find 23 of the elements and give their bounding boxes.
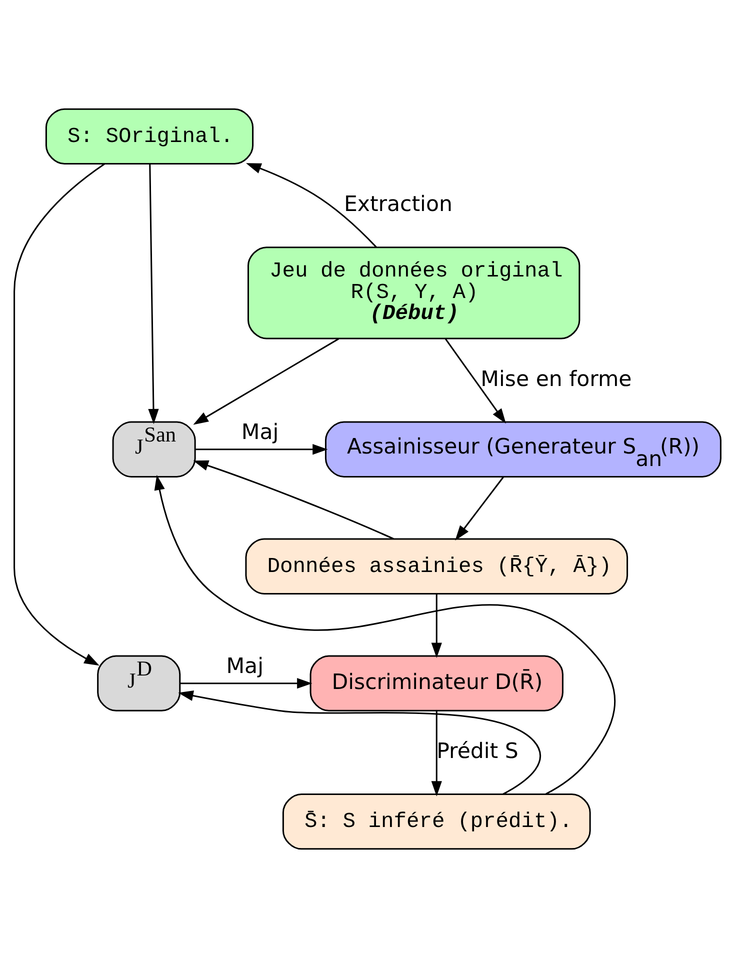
arrow xyxy=(14,163,105,666)
node-box: Données assainies (R̄{Ȳ, Ā}) xyxy=(245,538,628,594)
arrow xyxy=(154,474,616,795)
node-box: Jeu de données original R(S, Y, A) (Début) xyxy=(247,246,580,340)
arrow xyxy=(178,690,541,795)
arrow xyxy=(148,164,159,424)
arrow xyxy=(196,444,328,455)
arrow xyxy=(431,594,442,658)
edge-label: Maj xyxy=(226,654,264,679)
arrow xyxy=(431,710,442,796)
edge-label: Prédit S xyxy=(436,739,518,764)
arrow xyxy=(444,338,506,424)
arrow xyxy=(193,338,340,425)
node-box: S: SOriginal. xyxy=(45,108,254,165)
node-box: S̄: S inféré (prédit). xyxy=(282,793,591,850)
edge-label: Extraction xyxy=(344,192,452,218)
arrow xyxy=(246,163,377,248)
edge-label: Mise en forme xyxy=(480,366,632,392)
arrow xyxy=(455,476,504,541)
arrow xyxy=(193,460,394,540)
node-box: Discriminateur D(R̄) xyxy=(310,655,564,712)
arrow xyxy=(180,678,312,689)
edge-label: Maj xyxy=(241,420,279,446)
